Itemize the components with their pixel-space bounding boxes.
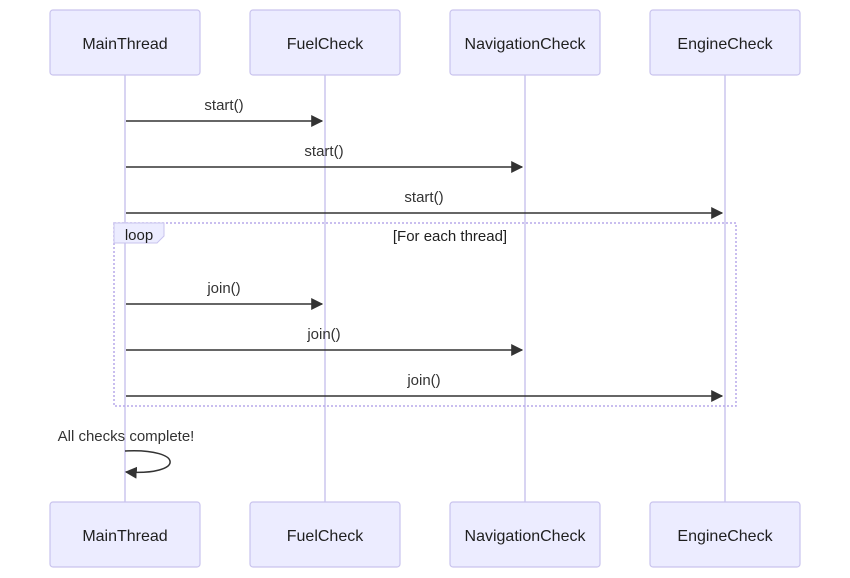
self-message-label: All checks complete! <box>58 428 195 445</box>
actor-top-fuelcheck: FuelCheck <box>249 9 401 76</box>
message-label: start() <box>204 97 243 114</box>
message-label: join() <box>306 326 340 343</box>
message-join-fuelcheck: join() <box>126 280 324 310</box>
loop-label: loop <box>125 227 153 244</box>
actor-label: EngineCheck <box>677 36 773 53</box>
loop-frame: loop [For each thread] <box>113 222 737 407</box>
actor-bottom-mainthread: MainThread <box>49 501 201 568</box>
message-label: start() <box>304 143 343 160</box>
actor-bottom-enginecheck: EngineCheck <box>649 501 801 568</box>
loop-tab <box>113 222 165 244</box>
actor-bottom-fuelcheck: FuelCheck <box>249 501 401 568</box>
message-label: join() <box>406 372 440 389</box>
actor-label: NavigationCheck <box>465 528 587 545</box>
message-start-fuelcheck: start() <box>126 97 324 127</box>
actor-label: NavigationCheck <box>465 36 587 53</box>
actor-label: EngineCheck <box>677 528 773 545</box>
actor-top-mainthread: MainThread <box>49 9 201 76</box>
actor-label: MainThread <box>82 36 167 53</box>
actor-bottom-navigationcheck: NavigationCheck <box>449 501 601 568</box>
message-start-navigationcheck: start() <box>126 143 524 173</box>
message-join-enginecheck: join() <box>126 372 724 402</box>
loop-box <box>113 222 737 407</box>
message-start-enginecheck: start() <box>126 189 724 219</box>
message-label: join() <box>206 280 240 297</box>
actor-top-enginecheck: EngineCheck <box>649 9 801 76</box>
actor-top-navigationcheck: NavigationCheck <box>449 9 601 76</box>
actor-label: FuelCheck <box>287 36 364 53</box>
loop-condition: [For each thread] <box>393 228 507 245</box>
actor-label: FuelCheck <box>287 528 364 545</box>
message-join-navigationcheck: join() <box>126 326 524 356</box>
self-message-arrow <box>124 450 171 479</box>
message-label: start() <box>404 189 443 206</box>
actor-label: MainThread <box>82 528 167 545</box>
self-message-complete: All checks complete! <box>58 428 195 479</box>
